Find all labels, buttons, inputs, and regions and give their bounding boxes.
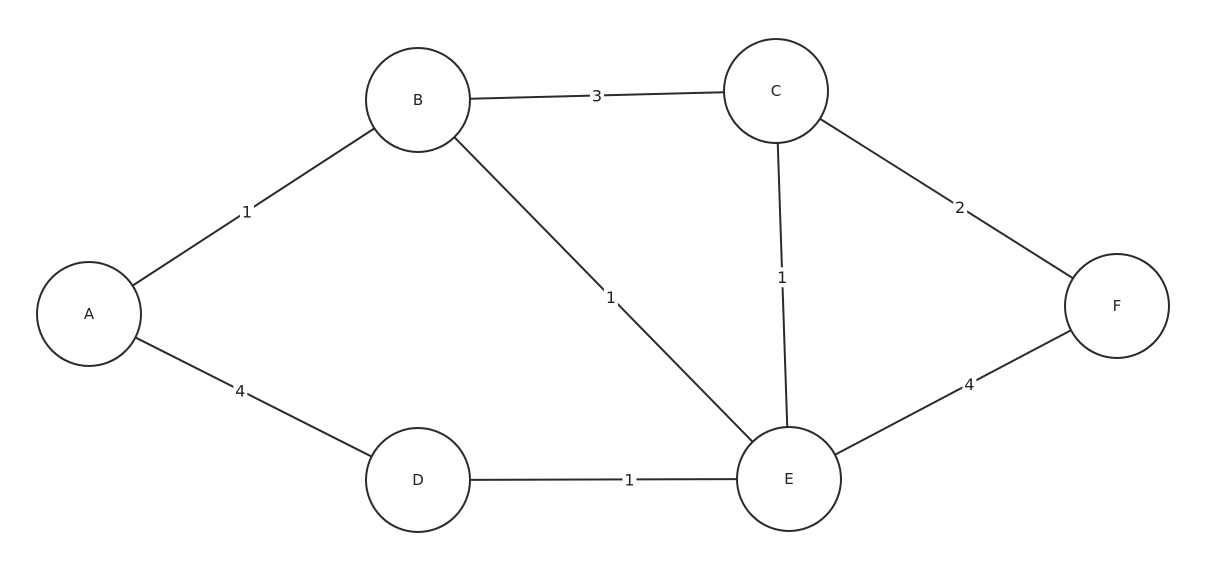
edge-label-background bbox=[962, 373, 977, 394]
node-C[interactable]: C bbox=[723, 38, 829, 144]
node-label: E bbox=[784, 470, 793, 488]
node-label: B bbox=[413, 91, 423, 109]
node-B[interactable]: B bbox=[365, 47, 471, 153]
node-circle bbox=[1064, 253, 1170, 359]
edge-weight-label: 4 bbox=[964, 375, 974, 394]
edge-B-E[interactable]: 1 bbox=[453, 136, 754, 443]
edge-label-background bbox=[622, 469, 637, 490]
node-E[interactable]: E bbox=[736, 426, 842, 532]
node-F[interactable]: F bbox=[1064, 253, 1170, 359]
edge-C-F[interactable]: 2 bbox=[819, 117, 1074, 280]
edge-label-background bbox=[603, 287, 618, 308]
node-label: F bbox=[1113, 297, 1122, 315]
edge-A-D[interactable]: 4 bbox=[134, 336, 373, 458]
edge-weight-label: 1 bbox=[606, 288, 616, 307]
node-circle bbox=[365, 47, 471, 153]
edge-weight-label: 3 bbox=[592, 87, 602, 106]
edge-weight-label: 1 bbox=[777, 268, 787, 287]
edge-line bbox=[834, 329, 1072, 456]
node-circle bbox=[736, 426, 842, 532]
node-label: A bbox=[84, 305, 95, 323]
edge-label-background bbox=[590, 85, 604, 106]
edge-label-background bbox=[233, 380, 248, 401]
node-label: D bbox=[412, 471, 424, 489]
edge-label-background bbox=[953, 197, 968, 218]
nodes-layer: A B C D E F bbox=[36, 38, 1170, 533]
node-circle bbox=[365, 427, 471, 533]
edge-weight-label: 1 bbox=[624, 470, 634, 489]
edge-weight-label: 4 bbox=[235, 381, 245, 400]
edge-D-E[interactable]: 1 bbox=[469, 469, 738, 490]
edge-label-background bbox=[775, 267, 790, 288]
edge-line bbox=[819, 117, 1074, 280]
edge-A-B[interactable]: 1 bbox=[132, 127, 375, 287]
node-D[interactable]: D bbox=[365, 427, 471, 533]
edge-weight-label: 2 bbox=[955, 198, 965, 217]
edge-line bbox=[453, 136, 754, 443]
edge-C-E[interactable]: 1 bbox=[775, 142, 790, 428]
edge-weight-label: 1 bbox=[242, 202, 252, 221]
edge-B-C[interactable]: 3 bbox=[469, 85, 725, 106]
node-circle bbox=[36, 261, 142, 367]
edge-line bbox=[134, 336, 373, 458]
edges-layer: 1 4 3 1 1 2 1 4 bbox=[132, 85, 1074, 490]
edge-line bbox=[469, 478, 738, 481]
edge-label-background bbox=[239, 201, 254, 222]
edge-E-F[interactable]: 4 bbox=[834, 329, 1072, 456]
node-A[interactable]: A bbox=[36, 261, 142, 367]
node-label: C bbox=[771, 82, 781, 100]
node-circle bbox=[723, 38, 829, 144]
